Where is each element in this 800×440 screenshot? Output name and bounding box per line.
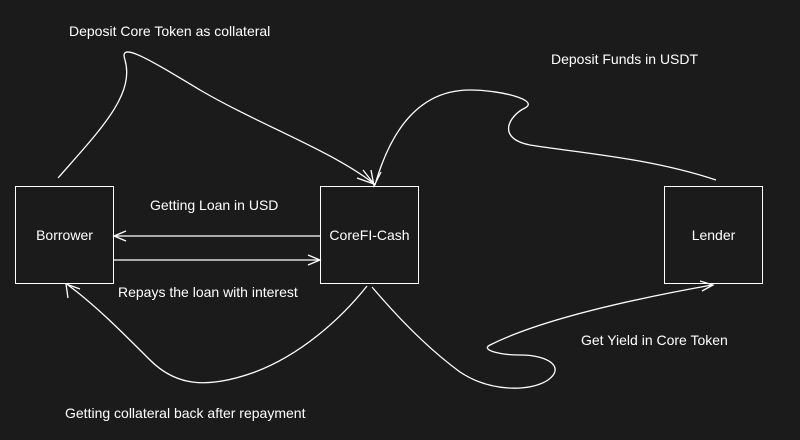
lender-label: Lender [691,227,736,243]
edge-yield-arrowhead [699,280,715,292]
lender-node: Lender [664,186,763,284]
yield-label: Get Yield in Core Token [581,332,728,348]
repay-label: Repays the loan with interest [118,284,298,300]
edge-deposit-core [57,51,374,184]
edge-loan-arrowhead [112,230,127,242]
borrower-node: Borrower [15,186,114,284]
corefi-cash-label: CoreFI-Cash [329,227,410,243]
borrower-label: Borrower [36,227,93,243]
edge-collateral-back [67,284,368,384]
edge-collateral-back-arrowhead [65,283,81,299]
corefi-cash-node: CoreFI-Cash [320,186,419,284]
loan-label: Getting Loan in USD [150,197,279,213]
collateral-back-label: Getting collateral back after repayment [65,405,306,421]
edge-yield [371,284,713,389]
edge-deposit-usdt [374,89,717,186]
deposit-usdt-label: Deposit Funds in USDT [551,51,699,67]
deposit-core-label: Deposit Core Token as collateral [69,23,271,39]
